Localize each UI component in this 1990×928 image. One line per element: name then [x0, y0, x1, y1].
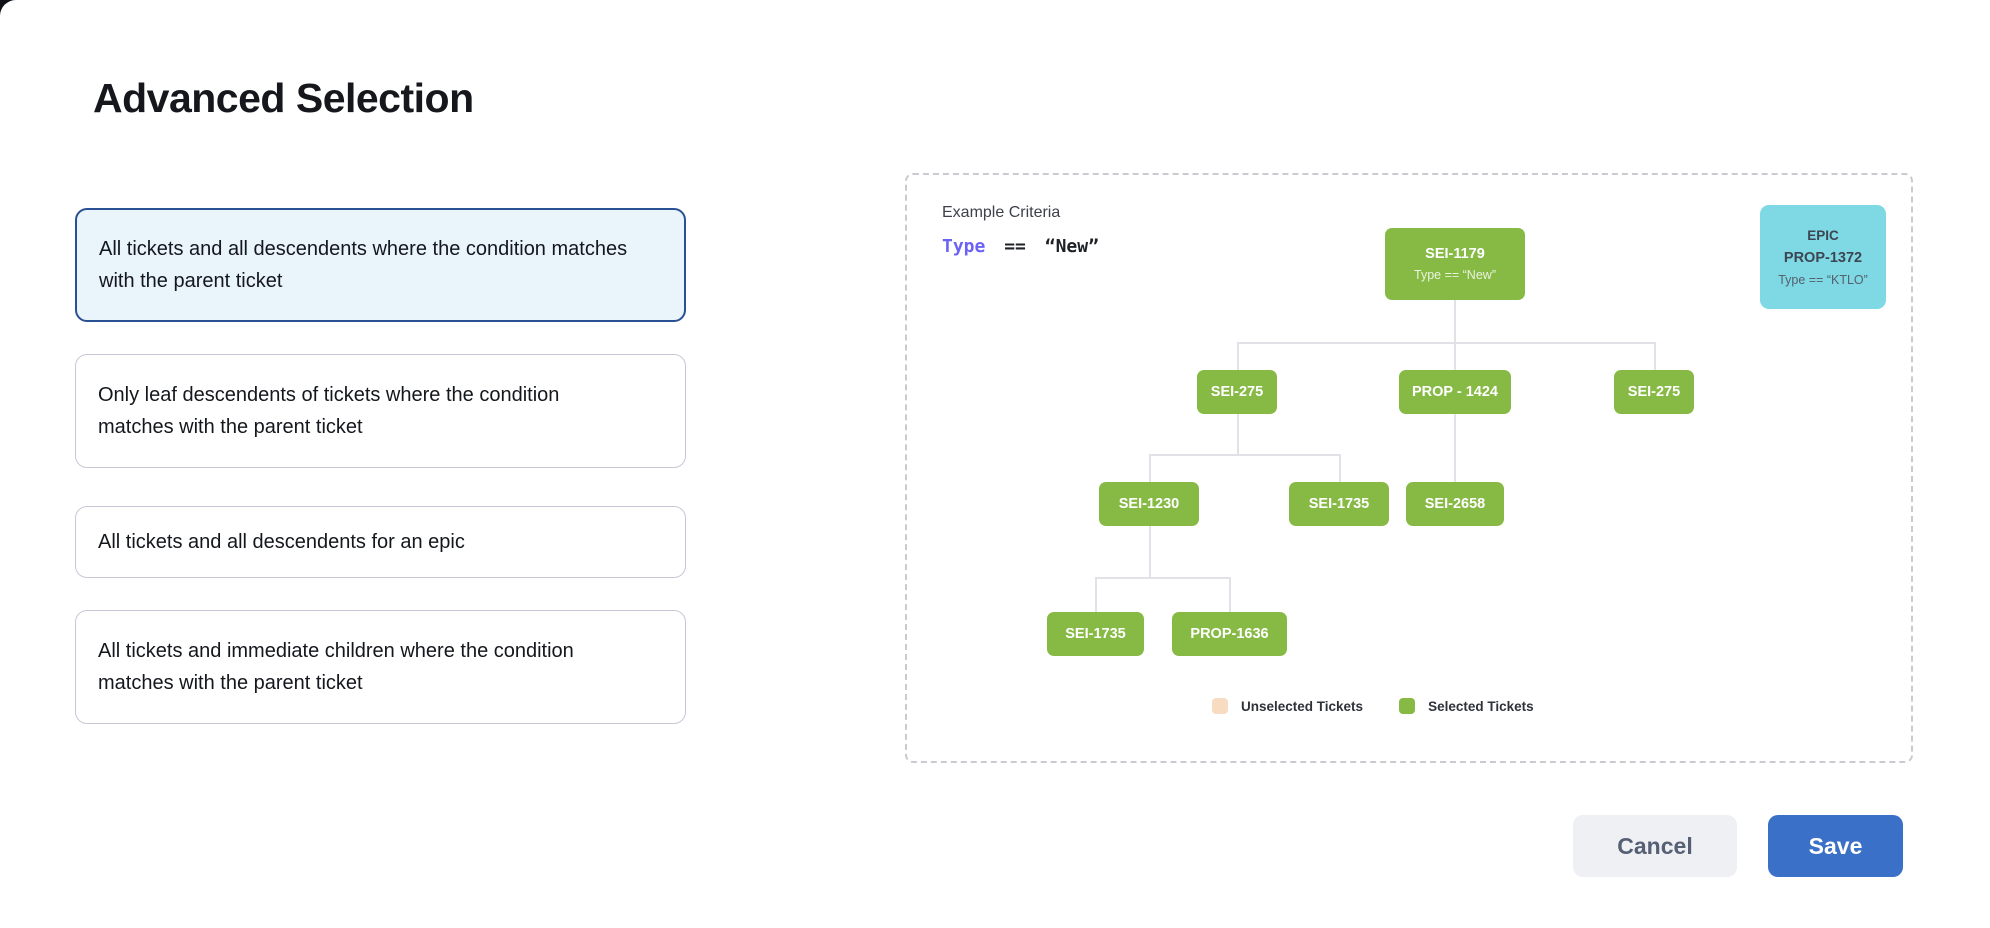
- option-leaf-descendents-condition[interactable]: Only leaf descendents of tickets where t…: [75, 354, 686, 468]
- tree-connector: [1339, 454, 1341, 482]
- option-all-descendents-epic[interactable]: All tickets and all descendents for an e…: [75, 506, 686, 578]
- ticket-id: SEI-275: [1210, 384, 1264, 400]
- legend: Unselected Tickets Selected Tickets: [1212, 698, 1534, 714]
- tree-node: SEI-275: [1197, 370, 1277, 414]
- ticket-id: PROP-1636: [1190, 626, 1269, 642]
- example-criteria-heading: Example Criteria: [942, 204, 1061, 221]
- tree-node-root: SEI-1179 Type == “New”: [1385, 228, 1525, 300]
- ticket-id: SEI-275: [1627, 384, 1681, 400]
- tree-connector: [1095, 577, 1229, 579]
- option-immediate-children-condition[interactable]: All tickets and immediate children where…: [75, 610, 686, 724]
- cancel-button[interactable]: Cancel: [1573, 815, 1737, 877]
- ticket-condition: Type == “New”: [1414, 268, 1496, 282]
- tree-connector: [1654, 342, 1656, 370]
- tree-node: SEI-1735: [1047, 612, 1144, 656]
- page-title: Advanced Selection: [93, 75, 474, 122]
- tree-connector: [1149, 454, 1339, 456]
- criteria-operator: ==: [1004, 236, 1026, 257]
- tree-connector: [1095, 577, 1097, 612]
- tree-connector: [1454, 300, 1456, 342]
- option-label: All tickets and immediate children where…: [98, 640, 574, 694]
- epic-card: EPIC PROP-1372 Type == “KTLO”: [1760, 205, 1886, 309]
- ticket-id: SEI-1230: [1118, 496, 1180, 512]
- option-label: Only leaf descendents of tickets where t…: [98, 384, 560, 438]
- legend-item-unselected: Unselected Tickets: [1212, 698, 1363, 714]
- tree-node: SEI-1230: [1099, 482, 1199, 526]
- tree-node: PROP-1636: [1172, 612, 1287, 656]
- save-button[interactable]: Save: [1768, 815, 1903, 877]
- option-all-descendents-condition[interactable]: All tickets and all descendents where th…: [75, 208, 686, 322]
- criteria-value: “New”: [1044, 236, 1099, 257]
- tree-connector: [1237, 342, 1654, 344]
- tree-node: SEI-2658: [1406, 482, 1504, 526]
- option-label: All tickets and all descendents for an e…: [98, 531, 465, 553]
- tree-connector: [1229, 577, 1231, 612]
- epic-condition: Type == “KTLO”: [1778, 272, 1868, 287]
- unselected-swatch-icon: [1212, 698, 1228, 714]
- epic-id: PROP-1372: [1783, 249, 1863, 266]
- legend-label: Selected Tickets: [1428, 698, 1534, 714]
- ticket-id: SEI-1735: [1065, 626, 1126, 642]
- tree-connector: [1149, 526, 1151, 577]
- legend-item-selected: Selected Tickets: [1399, 698, 1534, 714]
- option-label: All tickets and all descendents where th…: [99, 238, 628, 292]
- ticket-id: SEI-1735: [1308, 496, 1370, 512]
- legend-label: Unselected Tickets: [1241, 698, 1364, 714]
- tree-node: SEI-1735: [1289, 482, 1389, 526]
- tree-node: PROP - 1424: [1399, 370, 1511, 414]
- tree-connector: [1454, 414, 1456, 482]
- example-diagram-panel: Example Criteria Type == “New” EPIC PROP…: [905, 173, 1913, 763]
- tree-connector: [1454, 342, 1456, 370]
- ticket-id: SEI-1179: [1425, 246, 1485, 262]
- ticket-id: PROP - 1424: [1412, 384, 1498, 400]
- selected-swatch-icon: [1399, 698, 1416, 714]
- example-criteria-expression: Type == “New”: [942, 236, 1099, 257]
- criteria-field: Type: [942, 236, 986, 257]
- tree-node: SEI-275: [1614, 370, 1694, 414]
- epic-type-label: EPIC: [1807, 227, 1839, 243]
- ticket-id: SEI-2658: [1424, 496, 1486, 512]
- tree-connector: [1149, 454, 1151, 482]
- tree-connector: [1237, 342, 1239, 370]
- tree-connector: [1237, 414, 1239, 454]
